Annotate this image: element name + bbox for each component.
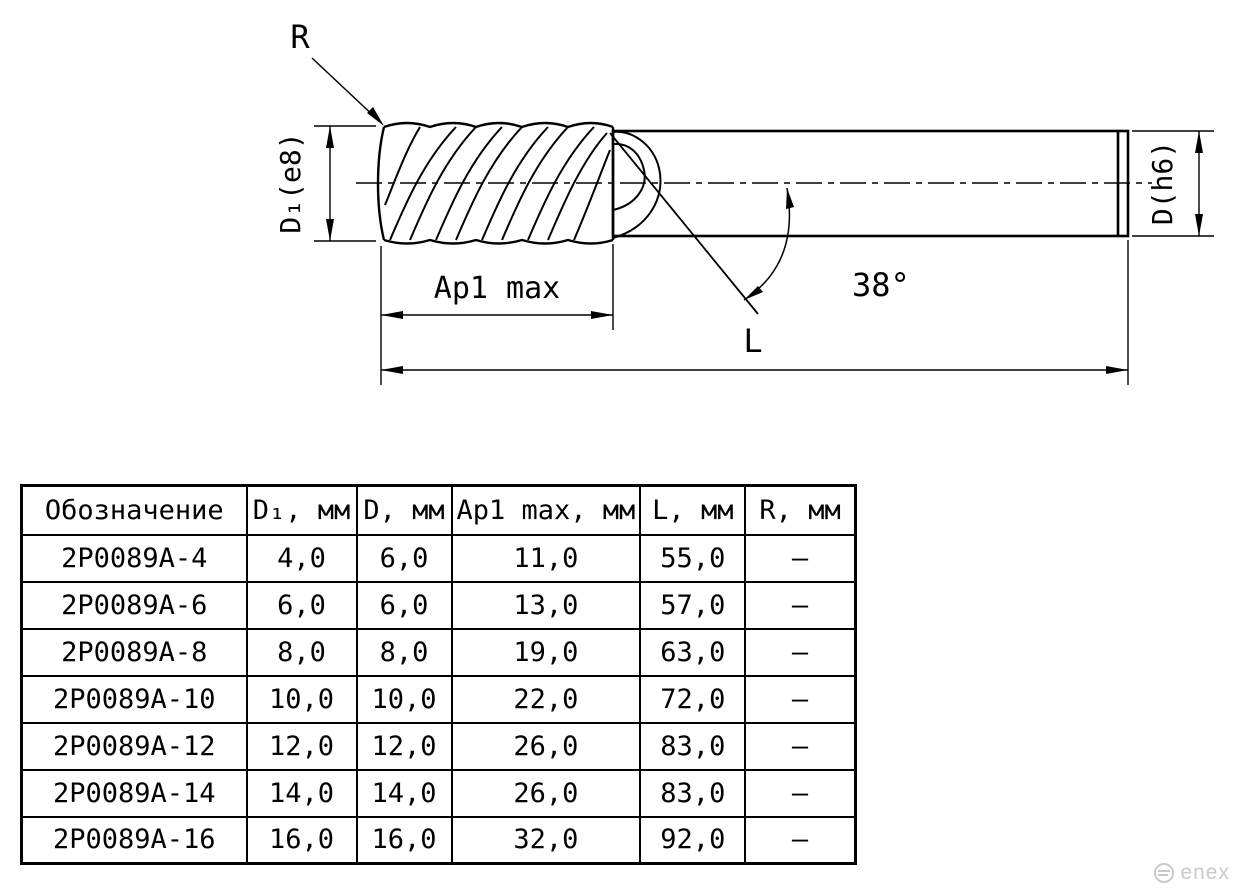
watermark-text: enex [1180, 861, 1230, 884]
value-cell: 6,0 [355, 533, 453, 583]
radius-callout: R [290, 18, 384, 126]
value-cell: – [744, 533, 857, 583]
value-cell: 14,0 [355, 768, 453, 818]
end-mill-drawing: R D₁(e8) D(h6) Ap1 max [274, 18, 1214, 385]
value-cell: 12,0 [245, 721, 358, 771]
angle-label: 38° [852, 266, 910, 304]
value-cell: – [744, 815, 857, 865]
column-header: Обозначение [20, 484, 248, 536]
column-header: R, мм [744, 484, 857, 536]
designation-cell: 2P0089A-4 [20, 533, 248, 583]
value-cell: 83,0 [639, 768, 747, 818]
value-cell: 57,0 [639, 580, 747, 630]
value-cell: – [744, 627, 857, 677]
value-cell: 32,0 [450, 815, 642, 865]
value-cell: 26,0 [450, 721, 642, 771]
value-cell: – [744, 580, 857, 630]
value-cell: 11,0 [450, 533, 642, 583]
column-header: Ap1 max, мм [450, 484, 642, 536]
designation-cell: 2P0089A-16 [20, 815, 248, 865]
d1-dimension [314, 125, 376, 242]
value-cell: 8,0 [355, 627, 453, 677]
column-header: L, мм [639, 484, 747, 536]
value-cell: – [744, 674, 857, 724]
value-cell: 16,0 [355, 815, 453, 865]
d1-label: D₁(e8) [274, 132, 307, 233]
column-header: D₁, мм [245, 484, 358, 536]
designation-cell: 2P0089A-12 [20, 721, 248, 771]
value-cell: 6,0 [355, 580, 453, 630]
value-cell: 55,0 [639, 533, 747, 583]
value-cell: 12,0 [355, 721, 453, 771]
value-cell: 10,0 [245, 674, 358, 724]
ap1-dimension [380, 244, 614, 385]
value-cell: 4,0 [245, 533, 358, 583]
leader-arrowhead [367, 107, 384, 126]
value-cell: 14,0 [245, 768, 358, 818]
d-dimension [1132, 130, 1214, 237]
d-label: D(h6) [1146, 141, 1179, 225]
designation-cell: 2P0089A-8 [20, 627, 248, 677]
designation-cell: 2P0089A-14 [20, 768, 248, 818]
value-cell: – [744, 768, 857, 818]
value-cell: 6,0 [245, 580, 358, 630]
ap1-label: Ap1 max [434, 271, 560, 306]
value-cell: 16,0 [245, 815, 358, 865]
radius-label: R [290, 18, 310, 56]
value-cell: 8,0 [245, 627, 358, 677]
designation-cell: 2P0089A-6 [20, 580, 248, 630]
value-cell: 63,0 [639, 627, 747, 677]
length-dimension [381, 240, 1129, 385]
column-header: D, мм [355, 484, 453, 536]
value-cell: 26,0 [450, 768, 642, 818]
value-cell: 72,0 [639, 674, 747, 724]
flute-helix-lines [384, 126, 662, 241]
value-cell: 22,0 [450, 674, 642, 724]
value-cell: 92,0 [639, 815, 747, 865]
watermark: enex [1153, 861, 1230, 885]
length-label: L [743, 322, 762, 360]
value-cell: 83,0 [639, 721, 747, 771]
value-cell: 10,0 [355, 674, 453, 724]
flute-section-outline [376, 121, 615, 245]
helix-angle-callout: 38° [609, 132, 910, 315]
value-cell: 19,0 [450, 627, 642, 677]
value-cell: – [744, 721, 857, 771]
value-cell: 13,0 [450, 580, 642, 630]
designation-cell: 2P0089A-10 [20, 674, 248, 724]
enex-logo-icon [1154, 863, 1175, 883]
